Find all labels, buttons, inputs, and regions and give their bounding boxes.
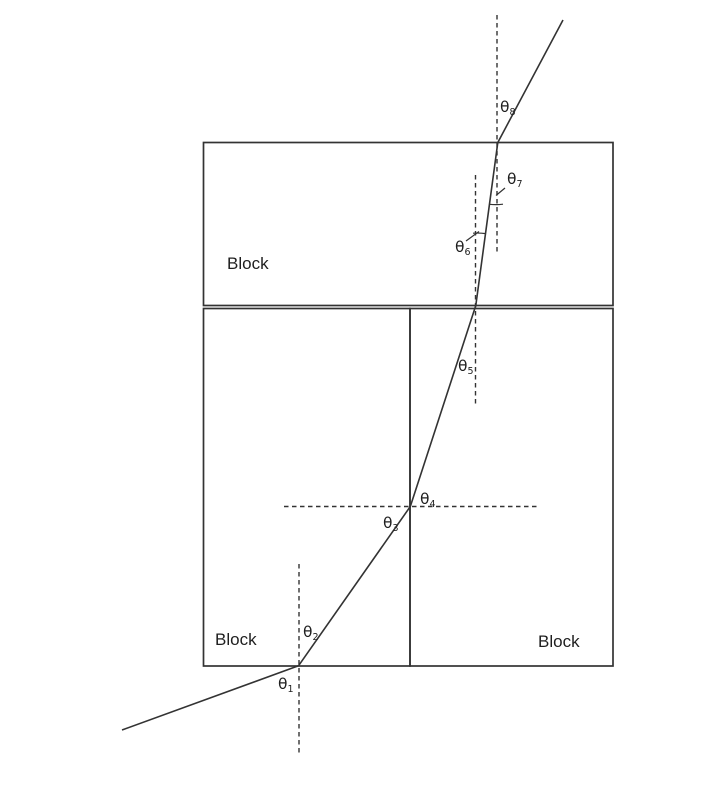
theta1-subscript: 1 [287, 684, 293, 695]
angle-label-theta6: θ6 [455, 238, 471, 258]
theta5-subscript: 5 [467, 366, 473, 377]
angle-label-theta2: θ2 [303, 623, 319, 643]
theta4-subscript: 4 [429, 499, 435, 510]
theta6-theta-glyph: θ [455, 238, 464, 256]
theta4-theta-glyph: θ [420, 490, 429, 508]
block-upper-label: Block [227, 254, 269, 273]
block-lower-right [409, 307, 614, 667]
light-ray [121, 19, 564, 731]
block-upper [202, 141, 614, 307]
angle-label-theta3: θ3 [383, 514, 399, 534]
theta7-theta-glyph: θ [507, 170, 516, 188]
theta8-theta-glyph: θ [500, 98, 509, 116]
theta2-subscript: 2 [312, 632, 318, 643]
theta3-theta-glyph: θ [383, 514, 392, 532]
theta7-leader [495, 187, 506, 196]
angle-label-theta1: θ1 [278, 675, 294, 695]
theta1-theta-glyph: θ [278, 675, 287, 693]
theta2-theta-glyph: θ [303, 623, 312, 641]
theta7-subscript: 7 [516, 179, 522, 190]
theta6-angle-arc [472, 232, 486, 235]
block-lower-right-label: Block [538, 632, 580, 651]
angle-label-theta4: θ4 [420, 490, 436, 510]
theta8-subscript: 8 [509, 107, 515, 118]
block-lower-left-label: Block [215, 630, 257, 649]
theta5-theta-glyph: θ [458, 357, 467, 375]
theta3-subscript: 3 [392, 523, 398, 534]
angle-label-theta5: θ5 [458, 357, 474, 377]
theta6-subscript: 6 [464, 247, 470, 258]
angle-label-theta8: θ8 [500, 98, 516, 118]
angle-label-theta7: θ7 [507, 170, 523, 190]
